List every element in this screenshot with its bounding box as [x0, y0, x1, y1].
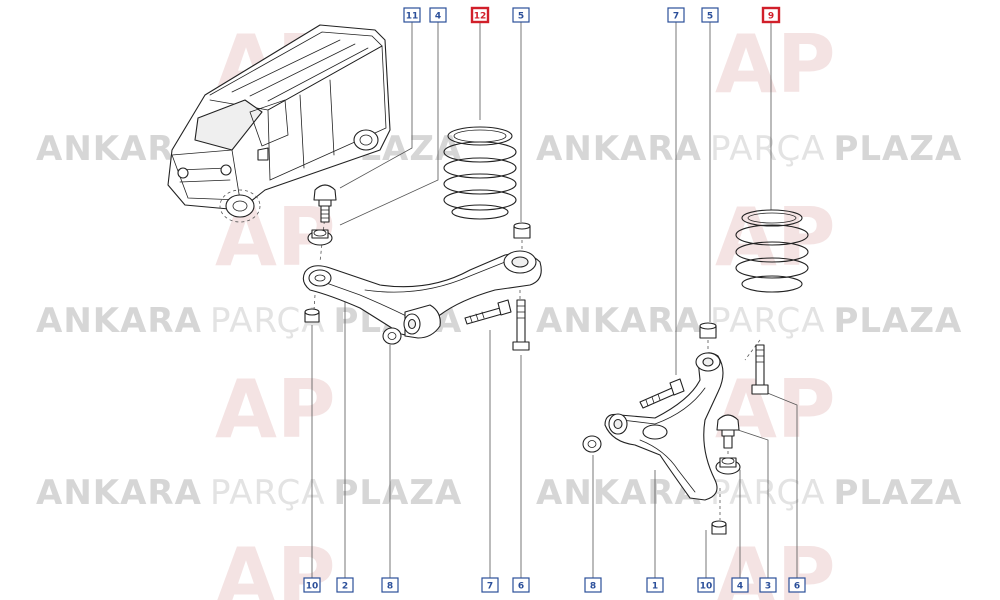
- svg-text:9: 9: [768, 12, 774, 22]
- bushing-icon: [382, 327, 402, 345]
- callout-2[interactable]: 2: [336, 577, 354, 593]
- svg-text:8: 8: [387, 582, 393, 592]
- callout-1[interactable]: 1: [646, 577, 664, 593]
- svg-text:8: 8: [590, 582, 596, 592]
- callout-4[interactable]: 4: [429, 7, 447, 23]
- callout-4[interactable]: 4: [731, 577, 749, 593]
- svg-text:AP: AP: [215, 363, 336, 456]
- svg-text:7: 7: [673, 12, 679, 22]
- callout-9[interactable]: 9: [761, 6, 781, 24]
- bolt-icon: [464, 299, 512, 325]
- callout-12[interactable]: 12: [470, 6, 490, 24]
- svg-text:AP: AP: [715, 191, 836, 284]
- van-icon: [167, 24, 391, 223]
- callout-7[interactable]: 7: [667, 7, 685, 23]
- nut-icon: [307, 229, 333, 246]
- coil-spring-icon: [443, 126, 517, 220]
- nut-icon: [699, 322, 717, 339]
- callouts: 11 4 12 5 7 5 9 10: [303, 6, 806, 593]
- callout-6[interactable]: 6: [512, 577, 530, 593]
- right-leaders: [592, 22, 798, 578]
- svg-text:2: 2: [342, 582, 348, 592]
- svg-text:11: 11: [406, 12, 419, 22]
- svg-text:12: 12: [474, 12, 487, 22]
- control-arm-icon: [604, 352, 724, 501]
- svg-text:4: 4: [435, 12, 441, 22]
- callout-5[interactable]: 5: [701, 7, 719, 23]
- bolt-icon: [512, 299, 530, 351]
- callout-6[interactable]: 6: [788, 577, 806, 593]
- callout-8[interactable]: 8: [584, 577, 602, 593]
- svg-text:6: 6: [518, 582, 524, 592]
- callout-3[interactable]: 3: [759, 577, 777, 593]
- svg-text:3: 3: [765, 582, 771, 592]
- callout-5[interactable]: 5: [512, 7, 530, 23]
- callout-10[interactable]: 10: [303, 577, 321, 593]
- svg-text:10: 10: [306, 582, 319, 592]
- svg-text:10: 10: [700, 582, 713, 592]
- ball-joint-icon: [313, 184, 337, 223]
- bolt-icon: [639, 378, 685, 409]
- nut-icon: [513, 222, 531, 239]
- svg-text:5: 5: [707, 12, 713, 22]
- svg-text:5: 5: [518, 12, 524, 22]
- svg-text:6: 6: [794, 582, 800, 592]
- left-leaders: [311, 22, 523, 578]
- svg-text:4: 4: [737, 582, 743, 592]
- bolt-icon: [751, 344, 769, 395]
- nut-icon: [711, 520, 727, 535]
- ball-joint-icon: [716, 414, 740, 449]
- callout-8[interactable]: 8: [381, 577, 399, 593]
- nut-icon: [715, 457, 741, 475]
- svg-text:1: 1: [652, 582, 658, 592]
- callout-10[interactable]: 10: [697, 577, 715, 593]
- svg-text:AP: AP: [715, 363, 836, 456]
- callout-7[interactable]: 7: [481, 577, 499, 593]
- callout-11[interactable]: 11: [403, 7, 421, 23]
- coil-spring-icon: [735, 209, 809, 293]
- svg-text:AP: AP: [715, 18, 836, 111]
- control-arm-icon: [302, 250, 542, 339]
- bushing-icon: [582, 435, 602, 453]
- svg-text:7: 7: [487, 582, 493, 592]
- nut-icon: [304, 308, 320, 323]
